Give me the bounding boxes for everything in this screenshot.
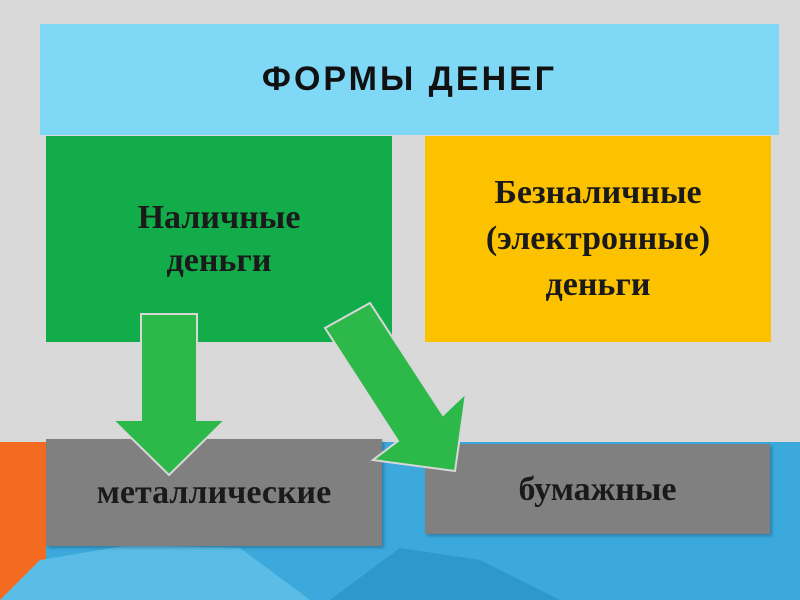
paper-money-label: бумажные: [518, 470, 677, 508]
metal-money-label: металлические: [96, 474, 332, 511]
title-banner: ФОРМЫ ДЕНЕГ: [40, 24, 779, 135]
cash-money-box: Наличные деньги: [46, 136, 392, 342]
noncash-money-box: Безналичные (электронные) деньги: [425, 136, 771, 342]
diagram-title: ФОРМЫ ДЕНЕГ: [261, 60, 558, 98]
cash-money-label: Наличные деньги: [137, 199, 301, 279]
noncash-money-label: Безналичные (электронные) деньги: [485, 174, 711, 303]
paper-money-box: бумажные: [425, 444, 770, 534]
metal-money-box: металлические: [46, 439, 382, 546]
